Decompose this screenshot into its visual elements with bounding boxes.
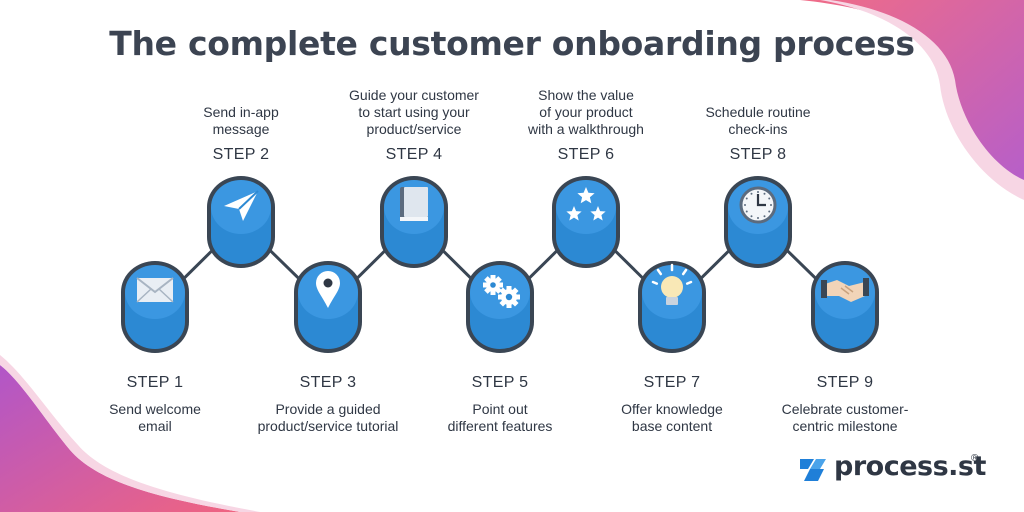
decor-blob-top-right-light: [820, 0, 1024, 200]
stars-icon: [566, 187, 606, 221]
clock-icon: [739, 186, 777, 224]
description-line: Schedule routine: [705, 104, 811, 120]
step-4-label: STEP 4: [385, 146, 443, 163]
step-node-8: [724, 176, 792, 268]
gears-icon: [483, 275, 520, 308]
description-line: base content: [631, 418, 713, 434]
description-line: email: [138, 418, 172, 434]
handshake-icon: [821, 278, 869, 302]
description-line: Show the value: [538, 87, 634, 103]
decor-blob-top-right: [800, 0, 1024, 190]
page-title: The complete customer onboarding process: [109, 24, 915, 63]
step-node-7: [638, 261, 706, 353]
lightbulb-icon: [651, 263, 693, 305]
description-line: Provide a guided: [275, 401, 381, 417]
description-line: Guide your customer: [349, 87, 479, 103]
step-5-label: STEP 5: [471, 374, 529, 391]
map-pin-icon: [316, 271, 340, 308]
step-9-label: STEP 9: [816, 374, 874, 391]
step-7-label: STEP 7: [643, 374, 701, 391]
brand-logo: process.st ®: [796, 451, 996, 491]
description-line: Offer knowledge: [621, 401, 723, 417]
step-node-2: [207, 176, 275, 268]
description-line: of your product: [539, 104, 633, 120]
step-6-label: STEP 6: [557, 146, 615, 163]
description-line: with a walkthrough: [528, 121, 644, 137]
decor-blob-bottom-left: [0, 365, 240, 512]
description-line: message: [212, 121, 270, 137]
description-line: Point out: [472, 401, 528, 417]
description-line: different features: [447, 418, 553, 434]
step-9-description: Celebrate customer-centric milestone: [750, 401, 940, 435]
step-2-label: STEP 2: [212, 146, 270, 163]
step-node-1: [121, 261, 189, 353]
description-line: product/service tutorial: [257, 418, 399, 434]
step-nodes: [121, 176, 879, 353]
description-line: Send welcome: [109, 401, 201, 417]
step-node-9: [811, 261, 879, 353]
step-3-label: STEP 3: [299, 374, 357, 391]
description-line: check-ins: [728, 121, 788, 137]
description-line: product/service: [366, 121, 462, 137]
paper-plane-icon: [224, 190, 259, 221]
step-node-5: [466, 261, 534, 353]
step-8-label: STEP 8: [729, 146, 787, 163]
decor-blob-bottom-left-light: [0, 355, 260, 512]
description-line: Celebrate customer-: [781, 401, 909, 417]
book-icon: [400, 187, 428, 221]
step-node-4: [380, 176, 448, 268]
logo-wordmark: process.st: [834, 451, 986, 482]
step-1-label: STEP 1: [126, 374, 184, 391]
step-node-6: [552, 176, 620, 268]
description-line: Send in-app: [203, 104, 279, 120]
process-st-logo-icon: [800, 459, 826, 481]
step-node-3: [294, 261, 362, 353]
description-line: to start using your: [358, 104, 470, 120]
description-line: centric milestone: [792, 418, 898, 434]
envelope-icon: [136, 277, 174, 303]
logo-registered-mark: ®: [971, 453, 979, 464]
